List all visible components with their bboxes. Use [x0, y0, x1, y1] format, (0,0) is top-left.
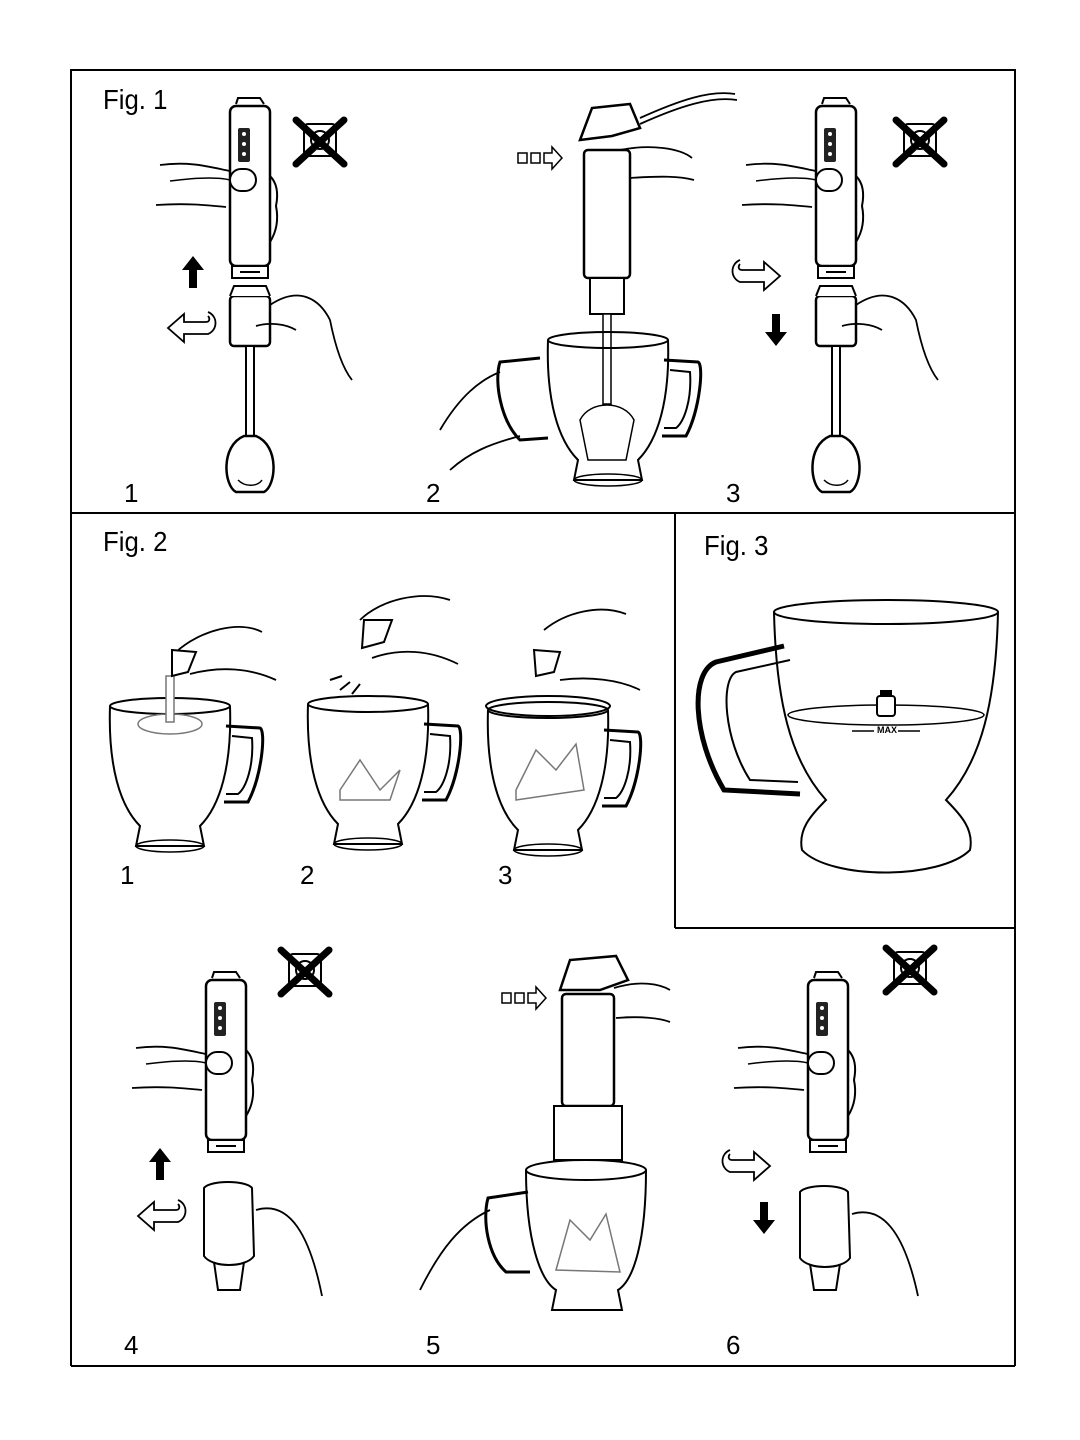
fig1-step2-illustration	[439, 92, 738, 488]
fig2-title: Fig. 2	[103, 526, 168, 557]
fig1-step1-number: 1	[124, 478, 139, 508]
arrow-up-icon	[182, 256, 204, 288]
fig1-title: Fig. 1	[103, 84, 168, 115]
fig2-step4-illustration	[131, 950, 329, 1297]
rotate-arrow-icon	[167, 311, 217, 343]
unplug-socket-crossed-icon	[281, 950, 329, 994]
unplug-socket-crossed-icon	[296, 120, 344, 164]
press-arrow-icon	[517, 146, 563, 170]
fig1-step3-illustration	[731, 96, 945, 494]
fig2-step1-illustration	[108, 625, 277, 854]
fig1-step1-illustration	[155, 96, 353, 494]
fig3-title: Fig. 3	[704, 530, 769, 561]
arrow-down-icon	[765, 314, 787, 346]
unplug-socket-crossed-icon	[896, 120, 944, 164]
fig2-step5-illustration	[419, 954, 671, 1311]
fig2-step3-number: 3	[498, 860, 513, 890]
fig2-step2-illustration	[306, 595, 463, 852]
fig2-step3-illustration	[485, 608, 643, 858]
fig1-step2-number: 2	[426, 478, 441, 508]
arrow-up-icon	[149, 1148, 171, 1180]
panel-borders	[70, 69, 1016, 1367]
unplug-socket-crossed-icon	[886, 948, 934, 992]
fig2-step2-number: 2	[300, 860, 315, 890]
fig2-step6-illustration	[721, 948, 935, 1297]
fig2-step4-number: 4	[124, 1330, 139, 1360]
fig3-jug-illustration	[695, 599, 999, 874]
fig2-step1-number: 1	[120, 860, 135, 890]
fig2-step6-number: 6	[726, 1330, 741, 1360]
fig2-step5-number: 5	[426, 1330, 441, 1360]
rotate-arrow-icon	[721, 1149, 771, 1181]
arrow-down-icon	[753, 1202, 775, 1234]
max-fill-mark: MAX	[877, 725, 897, 735]
press-arrow-icon	[501, 986, 547, 1010]
rotate-arrow-icon	[137, 1199, 187, 1231]
rotate-arrow-icon	[731, 259, 781, 291]
fig1-step3-number: 3	[726, 478, 741, 508]
